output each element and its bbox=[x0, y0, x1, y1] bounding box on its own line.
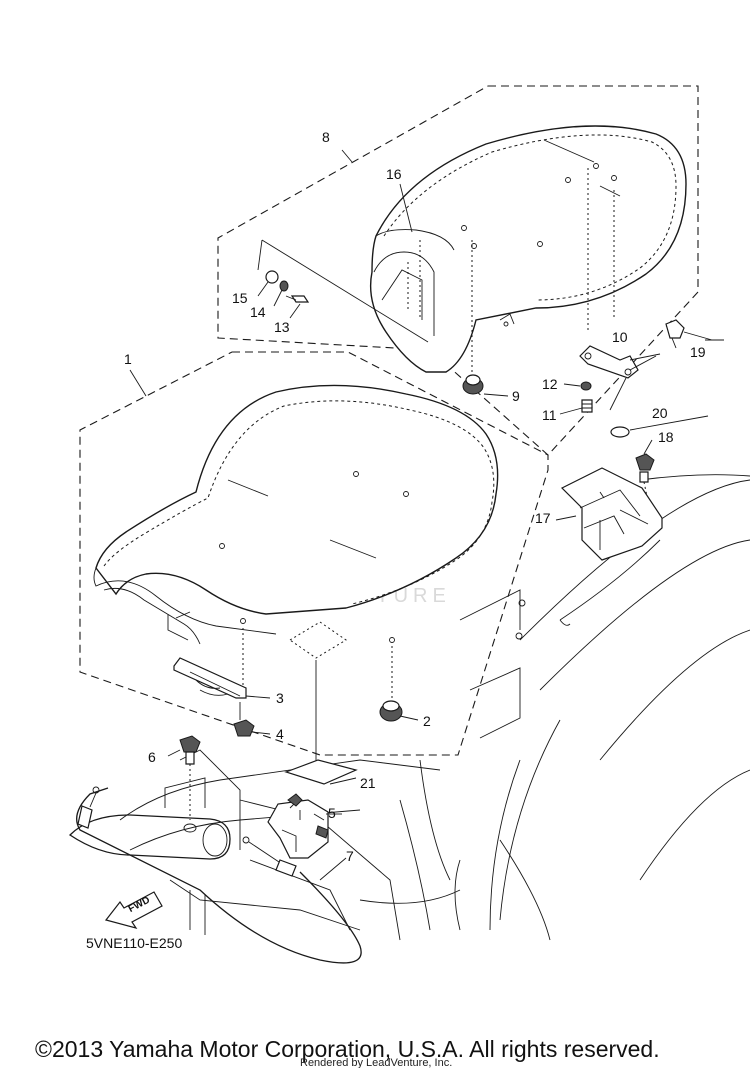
copyright-text: ©2013 Yamaha Motor Corporation, U.S.A. A… bbox=[35, 1036, 660, 1062]
part-5-seat-lock bbox=[267, 793, 329, 859]
callout-3: 3 bbox=[276, 690, 284, 706]
rear-seat bbox=[369, 125, 687, 373]
callout-6: 6 bbox=[148, 749, 156, 765]
callout-14: 14 bbox=[250, 304, 266, 320]
callout-16: 16 bbox=[386, 166, 402, 182]
group-8-boundary bbox=[217, 85, 699, 456]
callouts: 1 2 3 4 5 6 7 8 9 10 11 12 13 14 15 16 1… bbox=[124, 129, 706, 864]
fwd-arrow: FWD bbox=[104, 891, 163, 929]
callout-2: 2 bbox=[423, 713, 431, 729]
callout-11: 11 bbox=[542, 407, 557, 423]
part-6-bolt bbox=[179, 735, 201, 820]
part-7-cable bbox=[76, 786, 362, 964]
fwd-arrow-icon bbox=[104, 891, 163, 929]
callout-9: 9 bbox=[512, 388, 520, 404]
callout-7: 7 bbox=[346, 848, 354, 864]
callout-19: 19 bbox=[690, 344, 706, 360]
callout-18: 18 bbox=[658, 429, 674, 445]
diagram-code: 5VNE110-E250 bbox=[86, 935, 182, 951]
front-seat bbox=[93, 384, 499, 770]
rendered-by-text: Rendered by LeadVenture, Inc. bbox=[300, 1057, 452, 1068]
leader-lines bbox=[129, 149, 724, 881]
part-21-label bbox=[284, 759, 358, 785]
callout-13: 13 bbox=[274, 319, 290, 335]
part-4-bolt bbox=[233, 702, 255, 737]
parts-11-12 bbox=[580, 381, 593, 413]
callout-12: 12 bbox=[542, 376, 558, 392]
part-20-washer bbox=[610, 426, 630, 438]
callout-1: 1 bbox=[124, 351, 132, 367]
part-9-damper bbox=[462, 374, 484, 395]
callout-10: 10 bbox=[612, 329, 628, 345]
callout-21: 21 bbox=[360, 775, 376, 791]
part-17-bracket bbox=[559, 467, 663, 621]
part-10-bracket bbox=[579, 345, 661, 411]
part-3-bracket bbox=[173, 657, 247, 699]
callout-4: 4 bbox=[276, 726, 284, 742]
callout-5: 5 bbox=[328, 805, 336, 821]
callout-15: 15 bbox=[232, 290, 248, 306]
part-2-damper bbox=[379, 700, 403, 722]
hardware-13-15 bbox=[257, 239, 429, 343]
callout-20: 20 bbox=[652, 405, 668, 421]
callout-8: 8 bbox=[322, 129, 330, 145]
callout-17: 17 bbox=[535, 510, 551, 526]
group-1-boundary bbox=[79, 351, 549, 756]
part-19-bolt bbox=[665, 319, 685, 349]
